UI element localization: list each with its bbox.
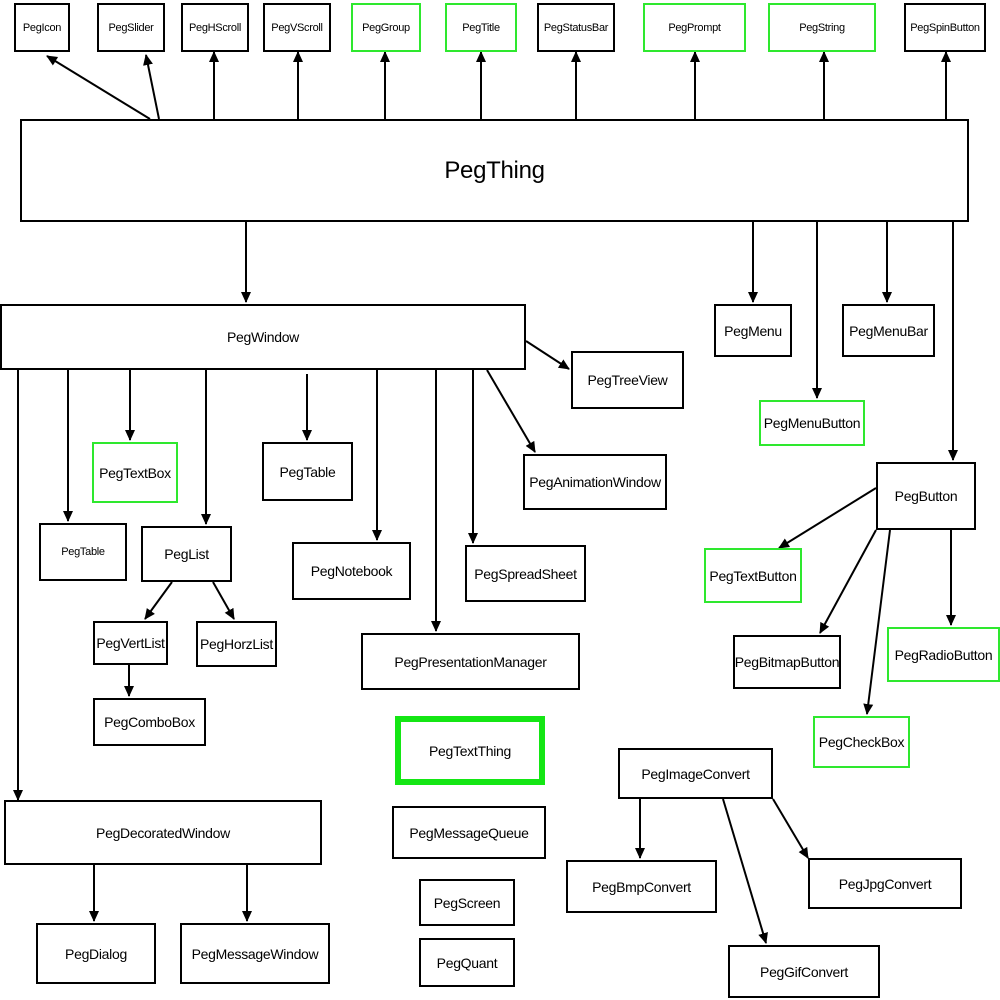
class-box-pegvertlist: PegVertList [93, 621, 168, 665]
class-box-pegscreen: PegScreen [419, 879, 515, 926]
class-box-peggroup: PegGroup [351, 3, 421, 52]
class-box-pegquant: PegQuant [419, 938, 515, 987]
class-box-pegslider: PegSlider [97, 3, 165, 52]
class-box-pegtable-left: PegTable [39, 523, 127, 581]
arrow-pegimageconvert-to-pegjpgconvert [772, 798, 809, 859]
class-box-pegtitle: PegTitle [445, 3, 517, 52]
class-box-pegmessagequeue: PegMessageQueue [392, 806, 546, 859]
arrow-pegthing-to-pegslider [143, 54, 160, 120]
class-box-pegmenubutton: PegMenuButton [759, 400, 865, 446]
class-box-peghscroll: PegHScroll [181, 3, 249, 52]
class-box-pegradiobutton: PegRadioButton [887, 627, 1000, 682]
class-box-pegvscroll: PegVScroll [263, 3, 331, 52]
class-box-pegtable-mid: PegTable [262, 442, 353, 501]
class-box-pegdialog: PegDialog [36, 923, 156, 984]
class-box-pegspreadsheet: PegSpreadSheet [465, 545, 586, 602]
class-box-peglist: PegList [141, 526, 232, 582]
class-box-pegjpgconvert: PegJpgConvert [808, 858, 962, 909]
arrow-pegbutton-to-pegbitmapbutton [819, 529, 877, 634]
arrow-pegthing-to-pegicon [46, 55, 151, 120]
class-box-pegtextbox: PegTextBox [92, 442, 178, 503]
class-box-pegmenubar: PegMenuBar [842, 304, 935, 357]
arrow-pegbutton-to-pegcheckbox [863, 529, 891, 715]
class-box-pegprompt: PegPrompt [643, 3, 746, 52]
arrow-pegbutton-to-pegtextbutton [778, 487, 877, 549]
class-box-pegbutton: PegButton [876, 462, 976, 530]
class-box-pegtextthing: PegTextThing [395, 716, 545, 785]
class-box-pegcombobox: PegComboBox [93, 698, 206, 746]
arrow-peglist-to-peghorzlist [212, 581, 235, 620]
class-box-pegwindow: PegWindow [0, 304, 526, 370]
class-box-peghorzlist: PegHorzList [196, 621, 277, 667]
class-box-pegbmpconvert: PegBmpConvert [566, 860, 717, 913]
class-box-pegimageconvert: PegImageConvert [618, 748, 773, 799]
arrow-pegwindow-to-peganimationwindow [486, 369, 536, 453]
class-box-pegmenu: PegMenu [714, 304, 792, 357]
class-box-pegcheckbox: PegCheckBox [813, 716, 910, 768]
arrow-peglist-to-pegvertlist [144, 581, 173, 620]
class-box-pegpresentationmanager: PegPresentationManager [361, 633, 580, 690]
class-box-peggifconvert: PegGifConvert [728, 945, 880, 998]
class-box-pegtextbutton: PegTextButton [704, 548, 802, 603]
class-box-pegmessagewindow: PegMessageWindow [180, 923, 330, 984]
class-box-pegthing: PegThing [20, 119, 969, 222]
arrow-pegimageconvert-to-peggifconvert [722, 798, 768, 944]
class-box-pegstatusbar: PegStatusBar [537, 3, 615, 52]
class-box-pegnotebook: PegNotebook [292, 542, 411, 600]
class-box-pegspinbutton: PegSpinButton [904, 3, 986, 52]
class-box-peganimationwindow: PegAnimationWindow [523, 454, 667, 510]
class-box-pegbitmapbutton: PegBitmapButton [733, 635, 841, 689]
arrow-pegwindow-to-pegtreeview [525, 340, 570, 370]
class-box-pegstring: PegString [768, 3, 876, 52]
class-box-pegtreeview: PegTreeView [571, 351, 684, 409]
class-box-pegicon: PegIcon [14, 3, 70, 52]
class-box-pegdecoratedwindow: PegDecoratedWindow [4, 800, 322, 865]
